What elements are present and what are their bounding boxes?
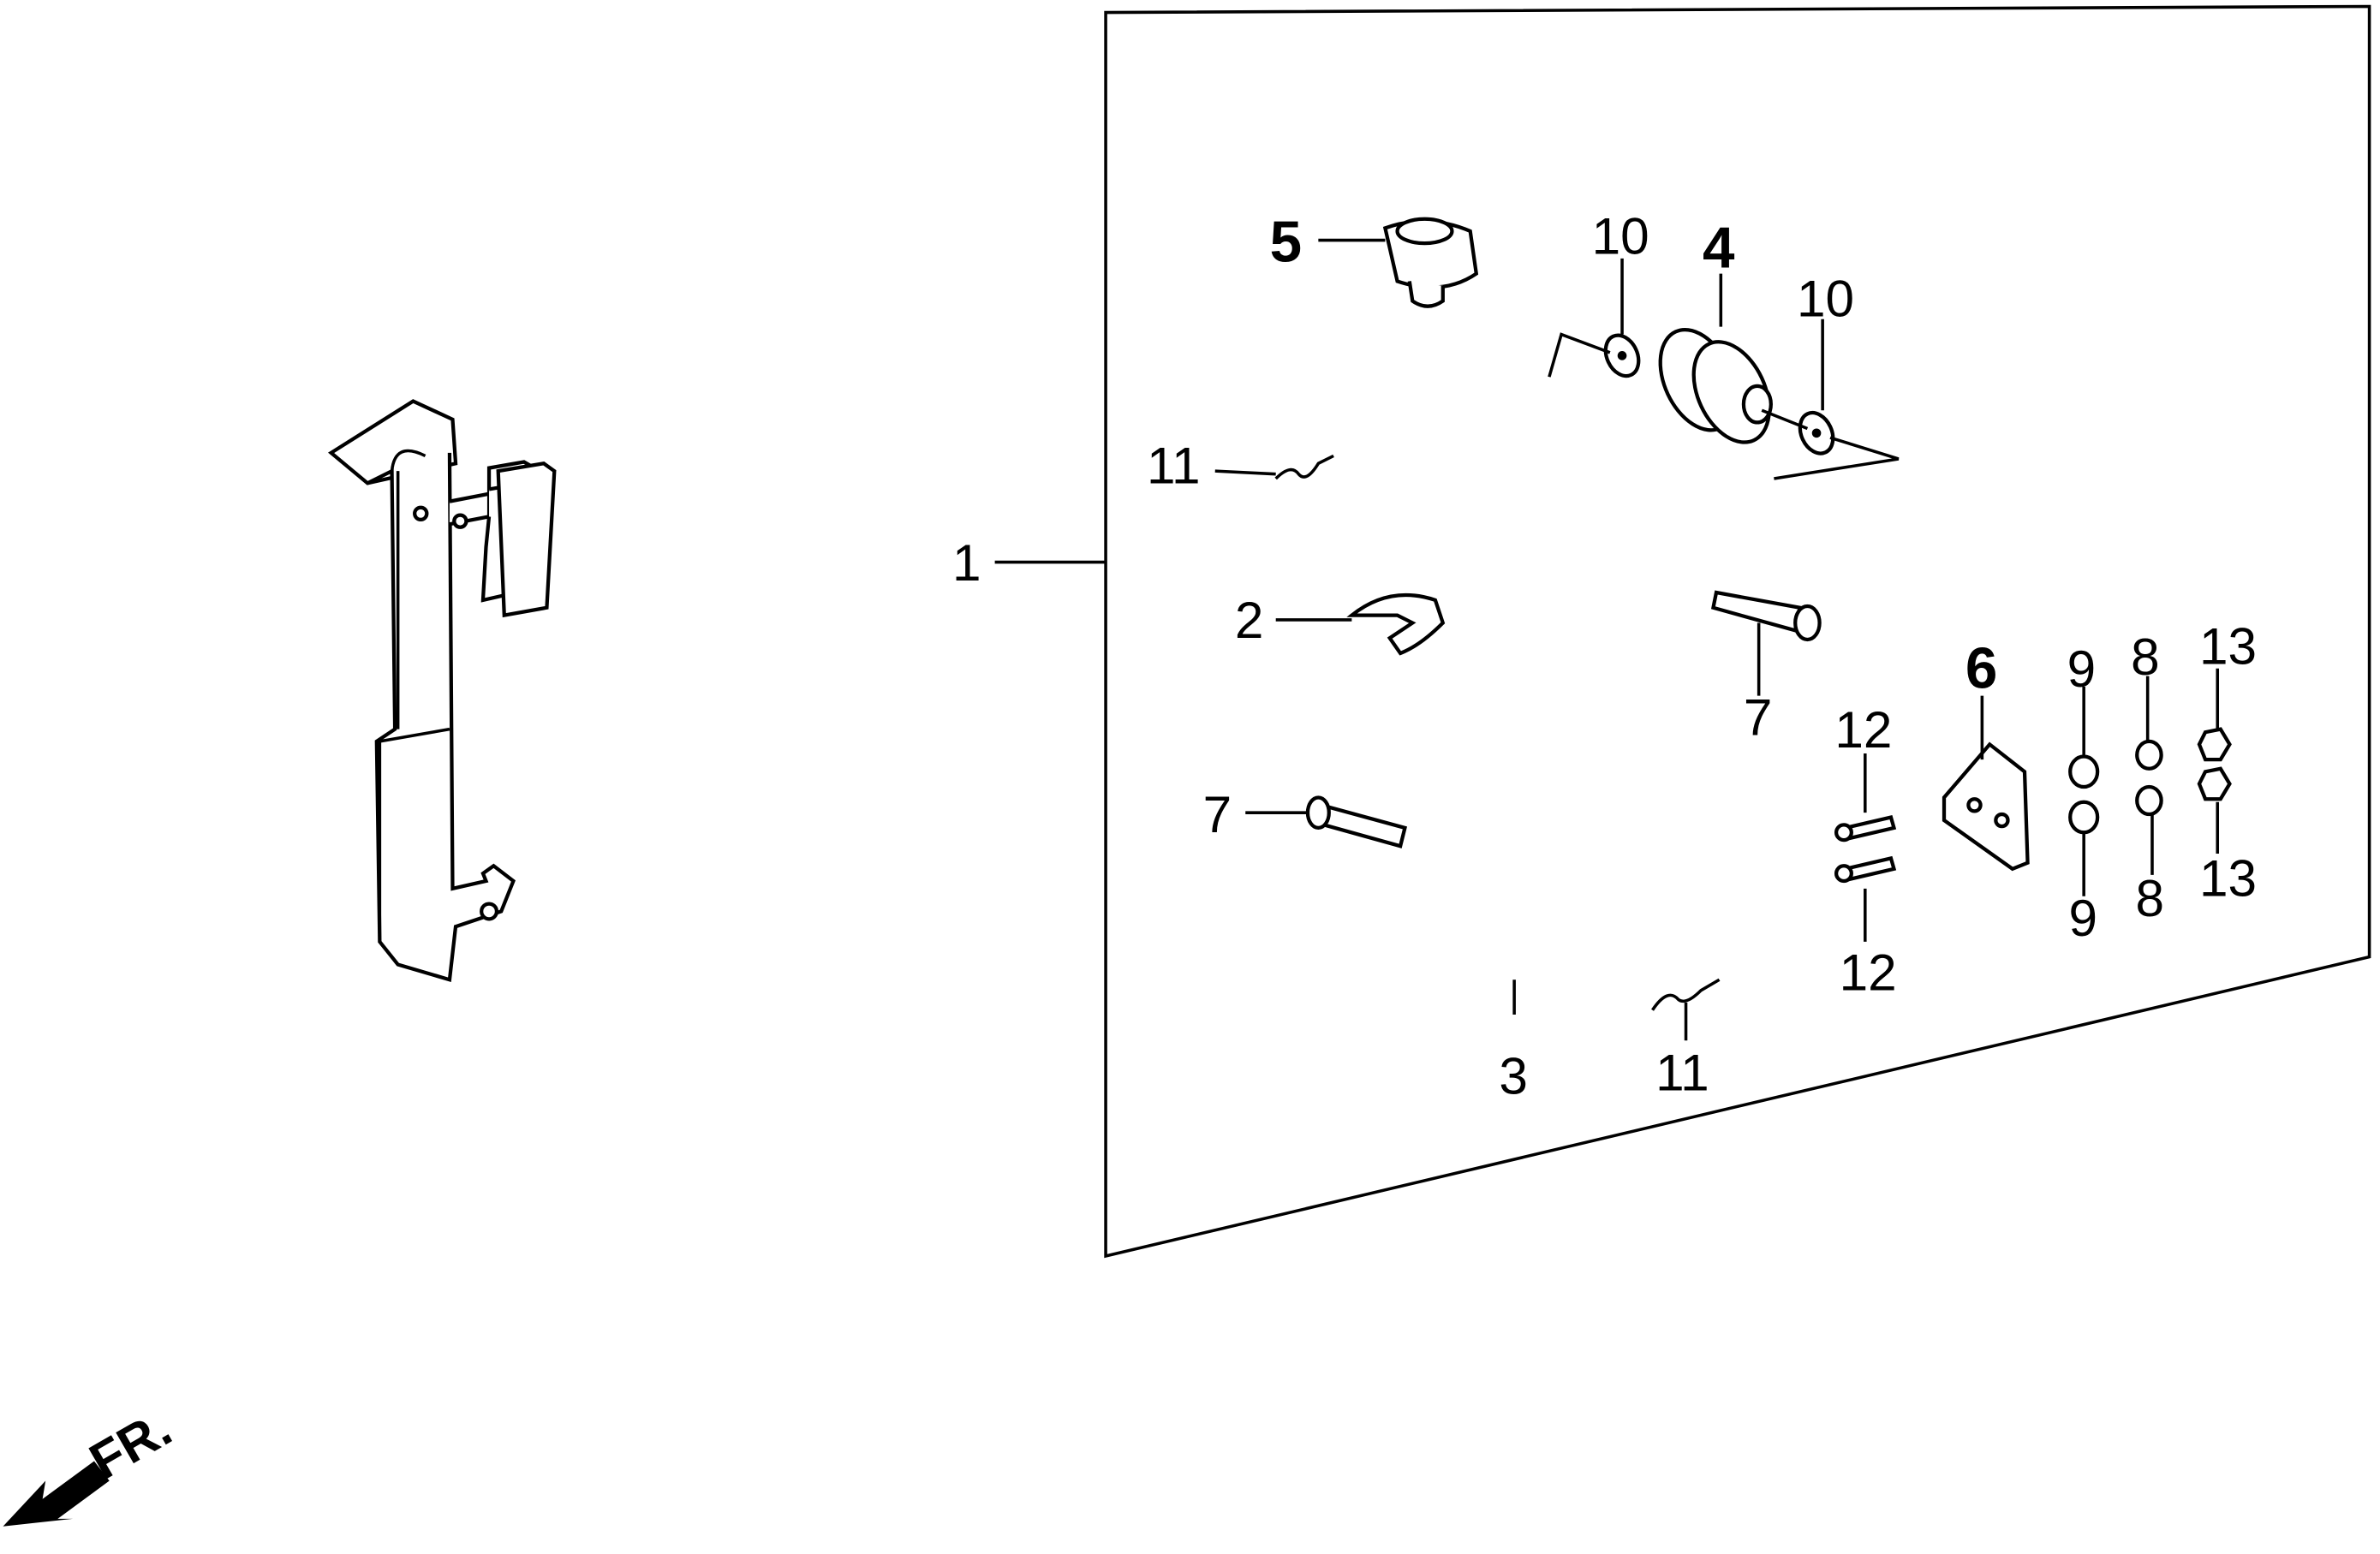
callout-8: 8 <box>2135 869 2164 927</box>
callout-5: 5 <box>1270 210 1302 274</box>
front-direction-arrow-icon <box>3 1461 110 1527</box>
callout-6: 6 <box>1965 637 1997 701</box>
callout-12: 12 <box>1840 944 1897 1002</box>
small-washers <box>2068 727 2232 835</box>
washer-part <box>1603 333 1835 455</box>
callout-3: 3 <box>1499 1046 1528 1104</box>
callout-7: 7 <box>1744 688 1773 747</box>
cotter-pin-part <box>1274 454 1334 480</box>
callout-1: 1 <box>952 533 981 592</box>
callout-10: 10 <box>1797 269 1854 327</box>
hinge-bracket-part <box>1942 741 2030 872</box>
callout-13: 13 <box>2199 849 2257 908</box>
clip-part <box>1346 592 1446 656</box>
assembly-panel <box>1104 4 2371 1259</box>
bolt-part <box>1834 814 1897 884</box>
callout-12: 12 <box>1834 700 1892 759</box>
callout-9: 9 <box>2068 889 2097 947</box>
pin-part <box>1305 590 1822 848</box>
callout-2: 2 <box>1235 591 1264 649</box>
callout-13: 13 <box>2199 616 2257 675</box>
pulley-part <box>1658 327 1773 444</box>
bushing-part <box>1382 217 1479 308</box>
callout-11: 11 <box>1147 436 1201 494</box>
callout-10: 10 <box>1592 207 1649 265</box>
callout-8: 8 <box>2131 628 2160 686</box>
callout-4: 4 <box>1703 217 1735 281</box>
callout-9: 9 <box>2067 640 2097 698</box>
cotter-pin-part <box>1651 978 1721 1011</box>
callout-11: 11 <box>1655 1044 1709 1102</box>
callout-7: 7 <box>1203 785 1232 843</box>
bracket-part <box>328 399 557 983</box>
